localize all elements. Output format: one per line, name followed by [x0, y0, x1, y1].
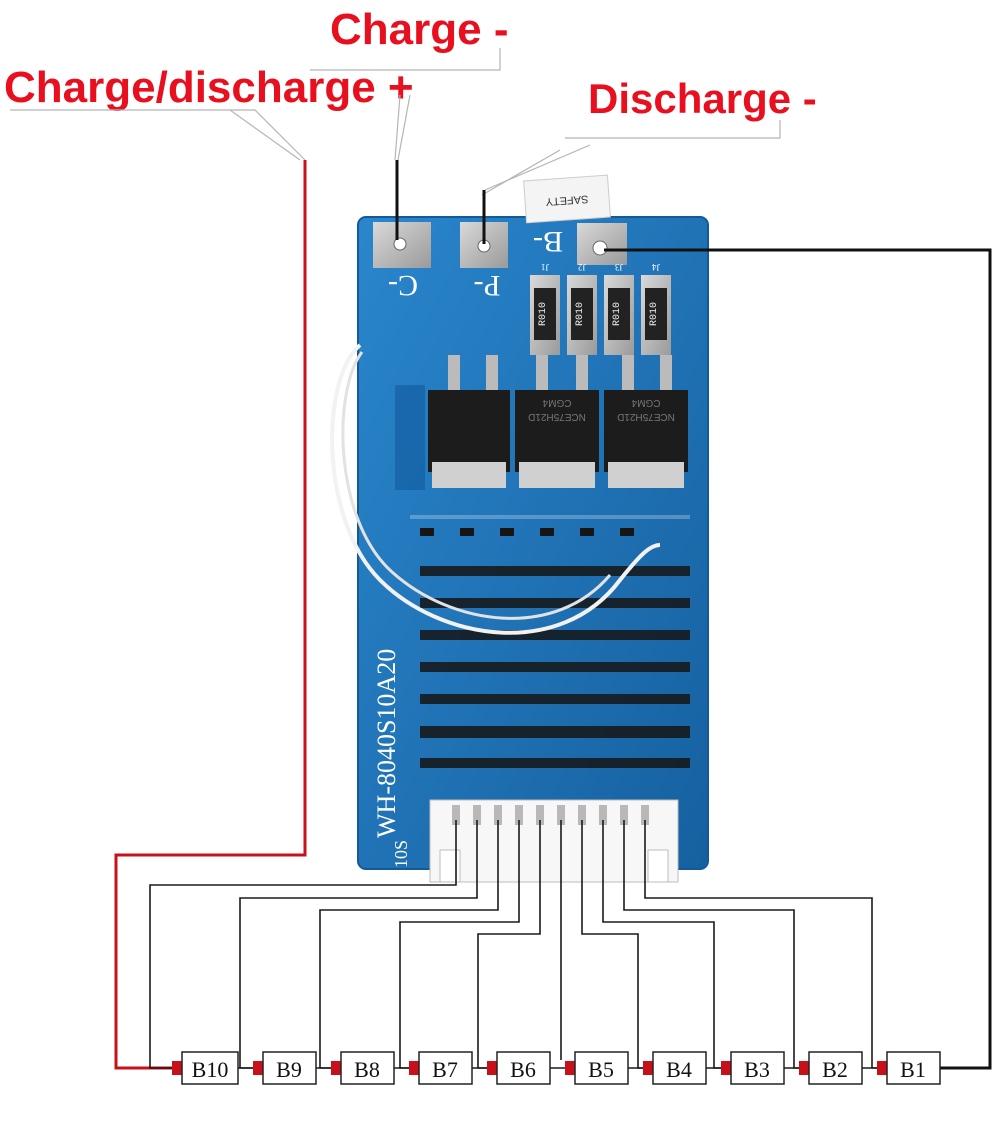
c-minus-silkscreen: C-: [388, 269, 418, 302]
mosfet-2-part: NCE75H21D: [528, 411, 586, 422]
bms-board: SAFETY C- P- B- R010 R010 R010 R010 J1 J…: [330, 174, 709, 883]
callout-leaders: [10, 48, 781, 196]
cell-b2-label: B2: [822, 1057, 848, 1082]
cell-b9-label: B9: [276, 1057, 302, 1082]
balance-connector: [429, 799, 679, 883]
cell-b3: B3: [721, 1051, 785, 1085]
shunt-ref-j3: J3: [615, 262, 624, 272]
series-count-silkscreen: 10S: [391, 840, 411, 868]
charge-negative-label: Charge -: [330, 5, 509, 54]
safety-sticker-text: SAFETY: [545, 193, 589, 208]
battery-cells: B10 B9 B8 B7 B6 B5 B: [172, 1051, 941, 1085]
charge-discharge-positive-label: Charge/discharge +: [4, 63, 414, 112]
shunt-resistors: R010 R010 R010 R010 J1 J2 J3 J4: [530, 262, 671, 355]
shunt-ref-j1: J1: [541, 262, 549, 272]
cell-b1-label: B1: [900, 1057, 926, 1082]
mosfet-2-code: CGM4: [542, 397, 571, 408]
cell-b6-label: B6: [510, 1057, 536, 1082]
cell-b9: B9: [253, 1051, 317, 1085]
cell-b2: B2: [799, 1051, 863, 1085]
shunt-ref-j2: J2: [578, 262, 586, 272]
cell-b4-label: B4: [666, 1057, 692, 1082]
b-minus-silkscreen: B-: [533, 225, 563, 258]
negative-lead-wires: [395, 160, 992, 1070]
mosfets: NCE75H21D CGM4 NCE75H21D CGM4: [428, 355, 688, 488]
cell-b10-label: B10: [192, 1057, 229, 1082]
cell-b8: B8: [331, 1051, 395, 1085]
cell-b5: B5: [565, 1051, 629, 1085]
cell-b3-label: B3: [744, 1057, 770, 1082]
cell-b4: B4: [643, 1051, 707, 1085]
mosfet-3-code: CGM4: [631, 397, 660, 408]
cell-b7-label: B7: [432, 1057, 458, 1082]
cell-b7: B7: [409, 1051, 473, 1085]
shunt-ref-j4: J4: [652, 262, 661, 272]
p-minus-silkscreen: P-: [474, 269, 501, 302]
shunt-4-label: R010: [649, 302, 660, 326]
cell-b1: B1: [877, 1051, 941, 1085]
cell-b8-label: B8: [354, 1057, 380, 1082]
smd-component-field: [410, 515, 690, 768]
cell-b5-label: B5: [588, 1057, 614, 1082]
board-model-silkscreen: WH-8040S10A20: [372, 649, 401, 838]
shunt-1-label: R010: [538, 302, 549, 326]
positive-lead-wire: [114, 160, 307, 1070]
mosfet-3-part: NCE75H21D: [617, 411, 675, 422]
discharge-negative-label: Discharge -: [588, 75, 817, 122]
cell-b6: B6: [487, 1051, 551, 1085]
shunt-2-label: R010: [575, 302, 586, 326]
cell-b10: B10: [172, 1051, 239, 1085]
shunt-3-label: R010: [612, 302, 623, 326]
